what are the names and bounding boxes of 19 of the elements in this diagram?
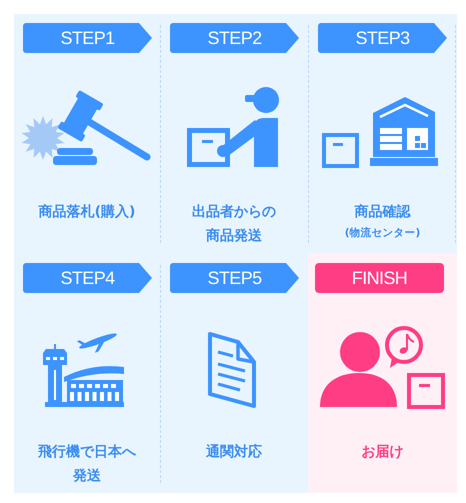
step-banner: STEP5 <box>170 263 299 293</box>
step-caption: 商品確認 <box>354 202 410 222</box>
step-caption: 出品者からの商品発送 <box>191 203 277 246</box>
step-banner: FINISH <box>315 263 444 293</box>
step-banner: STEP4 <box>23 263 152 293</box>
step-panel <box>308 253 457 493</box>
step-caption: 飛行機で日本へ発送 <box>37 443 137 486</box>
step-caption: 通関対応 <box>206 442 262 462</box>
step-panel <box>14 14 160 253</box>
step-panel <box>160 14 308 253</box>
step-banner: STEP1 <box>23 23 152 53</box>
step-panel <box>14 253 160 493</box>
step-banner: STEP3 <box>318 23 447 53</box>
step-banner: STEP2 <box>170 23 299 53</box>
step-caption: お届け <box>362 443 404 462</box>
step-caption: 商品落札(購入) <box>38 202 136 222</box>
step-panel <box>160 253 308 493</box>
step-note: (物流センター) <box>344 226 420 240</box>
step-panel <box>308 14 457 253</box>
